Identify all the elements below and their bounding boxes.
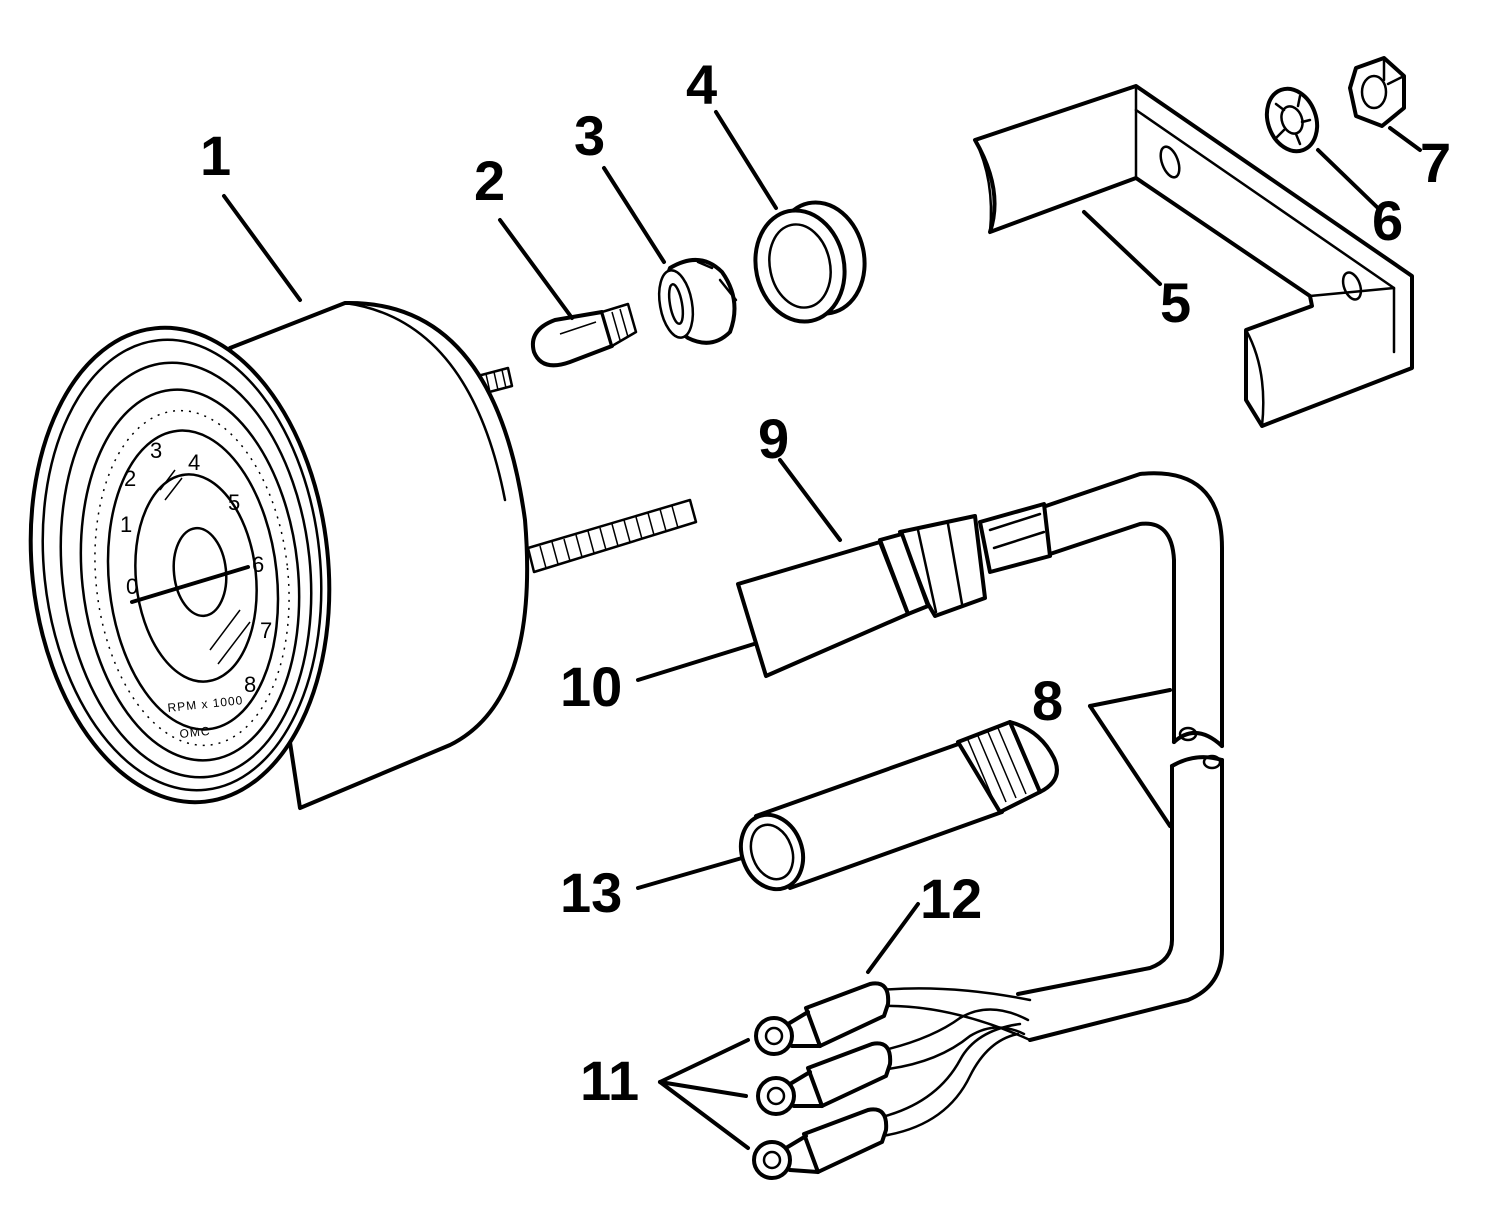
callout-12: 12: [920, 867, 982, 930]
dial-number-3: 3: [150, 438, 162, 463]
dial-number-8: 8: [244, 672, 256, 697]
callout-11: 11: [580, 1049, 639, 1112]
callout-4: 4: [686, 53, 717, 116]
dial-number-6: 6: [252, 552, 264, 577]
dial-number-5: 5: [228, 490, 240, 515]
callout-9: 9: [758, 407, 789, 470]
callout-13: 13: [560, 861, 622, 924]
part-5-bracket: [973, 84, 1414, 428]
leader-lines: [222, 110, 1422, 1150]
callout-6: 6: [1372, 189, 1403, 252]
part-9-connector: [878, 502, 1052, 618]
gauge-dial-numbers: 0 1 2 3 4 5 6 7 8: [120, 438, 272, 697]
dial-number-7: 7: [260, 618, 272, 643]
callout-10: 10: [560, 655, 622, 718]
gauge-needle: [130, 565, 250, 604]
part-3-socket: [657, 258, 738, 345]
part-8-harness-cable: [1016, 471, 1224, 1042]
callout-8: 8: [1032, 669, 1063, 732]
callout-7: 7: [1420, 131, 1451, 194]
callout-numbers: 1 2 3 4 5 6 7 8 9 10 11 12 13: [200, 53, 1451, 1112]
dial-number-4: 4: [188, 450, 200, 475]
part-4-grommet: [753, 200, 867, 324]
gauge-brand-label: OMC: [179, 724, 211, 741]
callout-5: 5: [1160, 271, 1191, 334]
dial-number-0: 0: [126, 574, 138, 599]
part-10-boot: [736, 540, 910, 678]
part-11-ring-terminals: [752, 981, 1032, 1180]
gauge-stud-lower: [526, 498, 698, 574]
part-1-tachometer: 0 1 2 3 4 5 6 7 8 RPM x 1000 OMC: [28, 300, 698, 810]
callout-2: 2: [474, 149, 505, 212]
part-13-sender: [738, 720, 1059, 892]
part-7-nut: [1348, 56, 1406, 128]
callout-3: 3: [574, 104, 605, 167]
dial-number-2: 2: [124, 466, 136, 491]
part-6-lockwasher: [1264, 86, 1320, 154]
callout-1: 1: [200, 124, 231, 187]
part-2-bulb: [531, 302, 638, 368]
dial-number-1: 1: [120, 512, 132, 537]
